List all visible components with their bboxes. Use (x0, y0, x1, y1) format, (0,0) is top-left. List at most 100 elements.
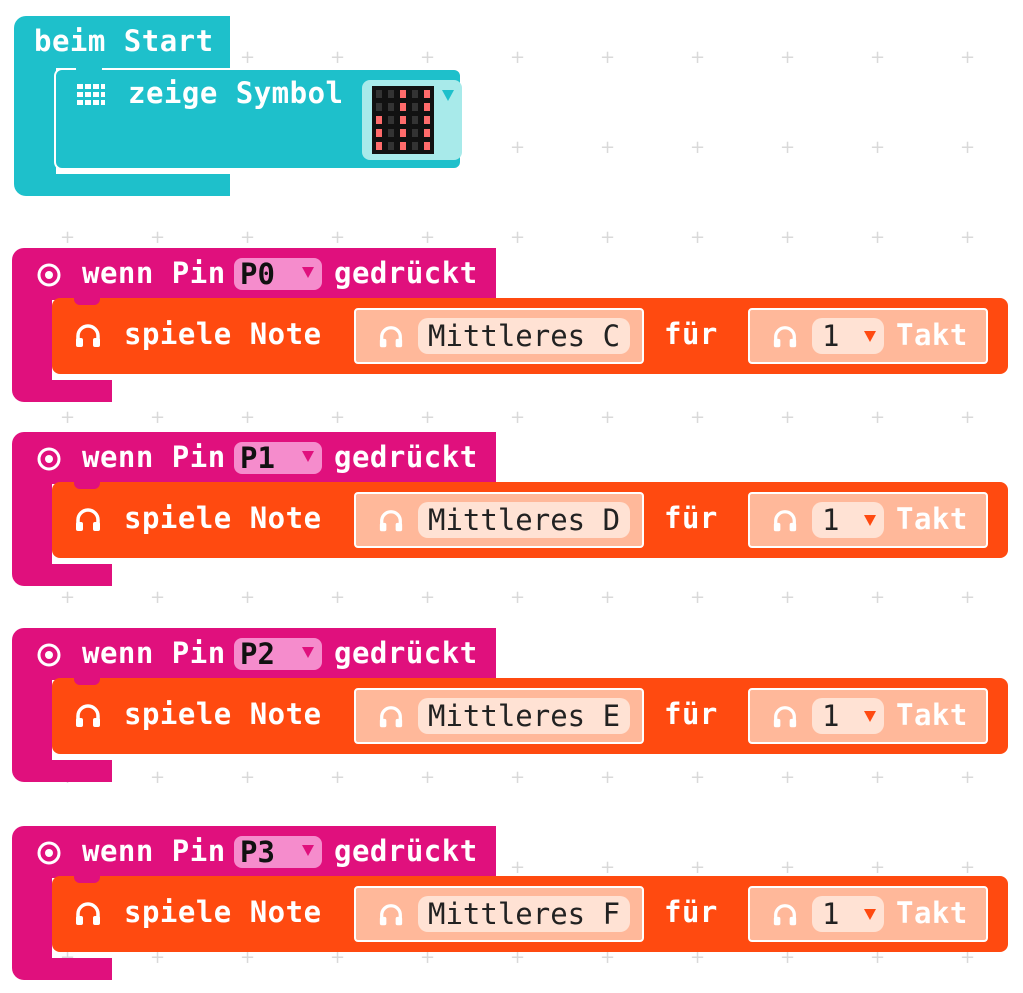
led-pixel[interactable] (400, 142, 406, 150)
beats-dropdown[interactable]: 1 (812, 698, 884, 734)
play-note-block[interactable]: spiele Note Mittleres E für 1 Takt (52, 677, 1008, 754)
pin-dropdown[interactable]: P3 (234, 836, 322, 868)
beats-unit-label: Takt (896, 502, 968, 536)
beats-slot[interactable]: 1 Takt (748, 308, 988, 364)
grid-plus-mark: + (60, 407, 76, 428)
beats-slot[interactable]: 1 Takt (748, 492, 988, 548)
pin-pressed-block[interactable]: wenn Pin P0 gedrückt spiele Note Mittler… (12, 248, 1012, 404)
pin-dropdown[interactable]: P2 (234, 638, 322, 670)
for-label: für (664, 501, 718, 535)
grid-plus-mark: + (780, 227, 796, 248)
grid-plus-mark: + (690, 137, 706, 158)
grid-plus-mark: + (240, 587, 256, 608)
led-pixel[interactable] (376, 129, 382, 137)
show-icon-block[interactable]: zeige Symbol (54, 67, 462, 170)
beats-dropdown[interactable]: 1 (812, 318, 884, 354)
led-pixel[interactable] (376, 116, 382, 124)
led-pixel[interactable] (412, 129, 418, 137)
led-pixel[interactable] (388, 90, 394, 98)
for-label: für (664, 697, 718, 731)
grid-plus-mark: + (960, 47, 976, 68)
pin-pressed-block[interactable]: wenn Pin P3 gedrückt spiele Note Mittler… (12, 826, 1012, 982)
beats-slot[interactable]: 1 Takt (748, 688, 988, 744)
pin-value: P2 (240, 637, 275, 671)
show-icon-label: zeige Symbol (128, 76, 344, 110)
chevron-down-icon (864, 331, 876, 342)
led-matrix-preview (372, 86, 434, 154)
grid-plus-mark: + (960, 137, 976, 158)
beats-value: 1 (822, 897, 840, 931)
on-start-label: beim Start (34, 24, 214, 58)
led-pixel[interactable] (400, 103, 406, 111)
note-slot[interactable]: Mittleres C (354, 308, 644, 364)
led-pixel[interactable] (424, 90, 430, 98)
pin-dropdown[interactable]: P0 (234, 258, 322, 290)
beats-unit-label: Takt (896, 896, 968, 930)
headphones-icon (378, 324, 404, 354)
chevron-down-icon (864, 515, 876, 526)
led-pixel[interactable] (424, 129, 430, 137)
headphones-icon (378, 704, 404, 734)
grid-plus-mark: + (510, 47, 526, 68)
led-pixel[interactable] (424, 142, 430, 150)
led-pixel[interactable] (412, 90, 418, 98)
pin-pressed-block[interactable]: wenn Pin P2 gedrückt spiele Note Mittler… (12, 628, 1012, 784)
beats-slot[interactable]: 1 Takt (748, 886, 988, 942)
note-value[interactable]: Mittleres D (418, 502, 631, 538)
headphones-icon (74, 322, 102, 354)
pin-pressed-block[interactable]: wenn Pin P1 gedrückt spiele Note Mittler… (12, 432, 1012, 588)
pin-suffix-label: gedrückt (334, 256, 478, 290)
grid-plus-mark: + (60, 587, 76, 608)
grid-plus-mark: + (510, 407, 526, 428)
grid-plus-mark: + (420, 227, 436, 248)
led-pixel[interactable] (424, 116, 430, 124)
play-note-block[interactable]: spiele Note Mittleres C für 1 Takt (52, 297, 1008, 374)
note-slot[interactable]: Mittleres E (354, 688, 644, 744)
play-note-block[interactable]: spiele Note Mittleres D für 1 Takt (52, 481, 1008, 558)
chevron-down-icon (864, 909, 876, 920)
led-grid-icon (77, 84, 105, 106)
pin-target-icon (36, 262, 62, 288)
note-value[interactable]: Mittleres E (418, 698, 631, 734)
pin-suffix-label: gedrückt (334, 636, 478, 670)
chevron-down-icon (442, 90, 454, 101)
beats-dropdown[interactable]: 1 (812, 896, 884, 932)
led-pixel[interactable] (412, 103, 418, 111)
beats-value: 1 (822, 503, 840, 537)
note-value[interactable]: Mittleres C (418, 318, 631, 354)
led-pixel[interactable] (388, 142, 394, 150)
grid-plus-mark: + (870, 587, 886, 608)
icon-picker[interactable] (362, 80, 462, 160)
headphones-icon (378, 508, 404, 538)
led-pixel[interactable] (388, 116, 394, 124)
grid-plus-mark: + (510, 227, 526, 248)
led-pixel[interactable] (424, 103, 430, 111)
note-slot[interactable]: Mittleres F (354, 886, 644, 942)
for-label: für (664, 895, 718, 929)
led-pixel[interactable] (400, 129, 406, 137)
play-note-label: spiele Note (124, 697, 322, 731)
beats-unit-label: Takt (896, 698, 968, 732)
pin-suffix-label: gedrückt (334, 834, 478, 868)
led-pixel[interactable] (412, 142, 418, 150)
on-start-block[interactable]: beim Start zeige Symbol (14, 16, 464, 196)
led-pixel[interactable] (388, 129, 394, 137)
pin-prefix-label: wenn Pin (82, 440, 226, 474)
grid-plus-mark: + (600, 227, 616, 248)
play-note-block[interactable]: spiele Note Mittleres F für 1 Takt (52, 875, 1008, 952)
led-pixel[interactable] (400, 90, 406, 98)
pin-dropdown[interactable]: P1 (234, 442, 322, 474)
chevron-down-icon (302, 451, 314, 462)
led-pixel[interactable] (376, 103, 382, 111)
led-pixel[interactable] (388, 103, 394, 111)
led-pixel[interactable] (376, 90, 382, 98)
led-pixel[interactable] (376, 142, 382, 150)
chevron-down-icon (302, 845, 314, 856)
led-pixel[interactable] (412, 116, 418, 124)
led-pixel[interactable] (400, 116, 406, 124)
play-note-label: spiele Note (124, 501, 322, 535)
beats-value: 1 (822, 699, 840, 733)
note-value[interactable]: Mittleres F (418, 896, 631, 932)
beats-dropdown[interactable]: 1 (812, 502, 884, 538)
note-slot[interactable]: Mittleres D (354, 492, 644, 548)
